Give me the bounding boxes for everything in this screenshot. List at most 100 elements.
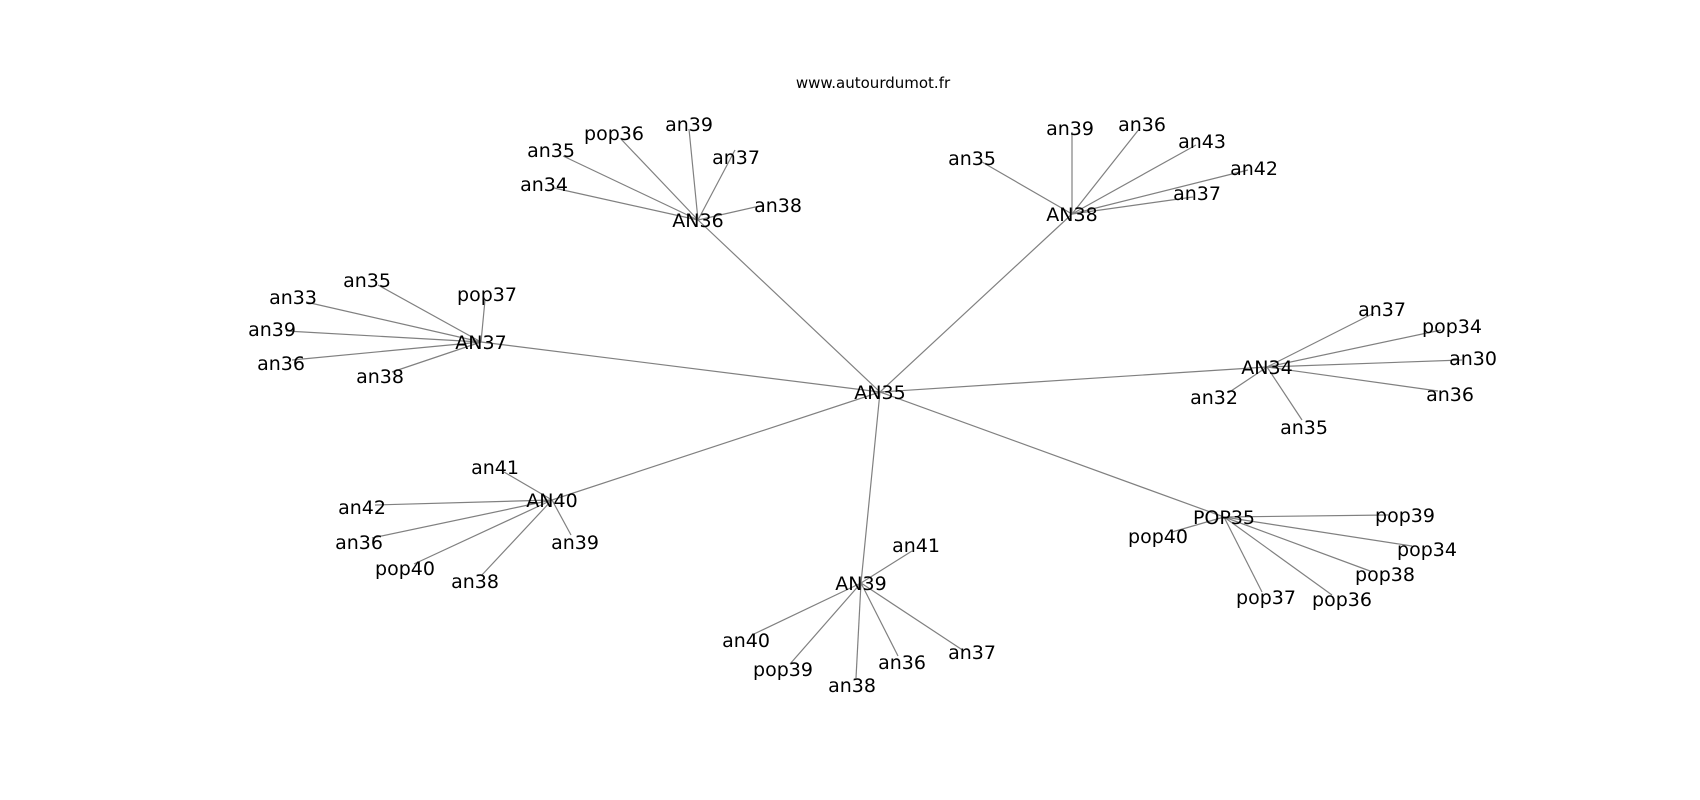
edge-an39-pop39 [789, 582, 862, 665]
node-leaf-an34-an32: an32 [1190, 387, 1238, 409]
edge-an40-an39 [551, 499, 572, 536]
edge-an36-an38 [697, 204, 765, 221]
edge-center-an34 [879, 366, 1268, 393]
edge-pop35-pop40 [1171, 516, 1225, 533]
edge-an39-an36 [860, 582, 899, 657]
edge-center-an40 [551, 391, 881, 501]
node-leaf-an34-an36: an36 [1426, 384, 1474, 406]
edge-an34-an37 [1266, 312, 1375, 368]
edge-an37-pop37 [480, 299, 486, 343]
edge-an40-an38 [480, 499, 553, 577]
node-leaf-an39-an36: an36 [878, 652, 926, 674]
edge-an34-an35 [1266, 366, 1303, 421]
edge-an36-an35 [562, 155, 699, 221]
edge-an34-an30 [1266, 359, 1463, 368]
node-hub-an34: AN34 [1241, 357, 1292, 379]
node-leaf-an40-an42: an42 [338, 497, 386, 519]
node-leaf-pop35-pop34: pop34 [1397, 539, 1457, 561]
edge-an38-an42 [1071, 169, 1249, 215]
node-leaf-an38-an43: an43 [1178, 131, 1226, 153]
edge-an36-an39 [688, 128, 699, 221]
node-leaf-an38-an39: an39 [1046, 118, 1094, 140]
edge-center-an36 [697, 219, 881, 393]
edge-an37-an33 [305, 301, 482, 343]
edge-an34-an32 [1227, 366, 1268, 394]
node-leaf-an39-an38: an38 [828, 675, 876, 697]
node-leaf-an37-an38: an38 [356, 366, 404, 388]
credit-text: www.autourdumot.fr [796, 74, 951, 92]
node-leaf-an40-an38: an38 [451, 571, 499, 593]
edge-an34-pop34 [1266, 329, 1442, 368]
node-leaf-an37-an39: an39 [248, 319, 296, 341]
edge-an39-an41 [860, 550, 913, 584]
edges-layer [285, 127, 1463, 679]
node-leaf-an39-an37: an37 [948, 642, 996, 664]
edge-an37-an36 [291, 341, 482, 361]
node-hub-an40: AN40 [526, 490, 577, 512]
node-leaf-an34-pop34: pop34 [1422, 316, 1482, 338]
edge-an39-an38 [855, 582, 862, 679]
node-leaf-an36-pop36: pop36 [584, 123, 644, 145]
node-leaf-an37-an36: an36 [257, 353, 305, 375]
edge-pop35-pop38 [1223, 516, 1371, 572]
edge-an37-an39 [285, 330, 482, 343]
node-leaf-an39-pop39: pop39 [753, 659, 813, 681]
node-leaf-an36-an35: an35 [527, 140, 575, 162]
node-leaf-pop35-pop40: pop40 [1128, 526, 1188, 548]
edge-center-an37 [480, 341, 881, 393]
node-leaf-an40-an41: an41 [471, 457, 519, 479]
edge-an40-pop40 [413, 499, 553, 565]
node-leaf-an36-an37: an37 [712, 147, 760, 169]
node-leaf-an40-an39: an39 [551, 532, 599, 554]
edge-pop35-pop34 [1223, 516, 1413, 547]
edge-an40-an36 [371, 499, 553, 539]
node-leaf-an38-an42: an42 [1230, 158, 1278, 180]
edge-pop35-pop37 [1223, 516, 1263, 593]
node-leaf-an34-an37: an37 [1358, 299, 1406, 321]
node-leaf-an37-an35: an35 [343, 270, 391, 292]
node-leaf-an37-pop37: pop37 [457, 284, 517, 306]
labels-layer: AN35 AN36 an35 pop36 an39 an37 an34 an38 AN38 an3… [248, 114, 1497, 697]
edge-an39-an37 [860, 582, 965, 652]
node-leaf-an38-an35: an35 [948, 148, 996, 170]
node-leaf-an40-an36: an36 [335, 532, 383, 554]
edge-an37-an35 [377, 284, 482, 343]
node-leaf-pop35-pop39: pop39 [1375, 505, 1435, 527]
node-leaf-pop35-pop38: pop38 [1355, 564, 1415, 586]
node-leaf-an38-an37: an37 [1173, 183, 1221, 205]
node-hub-an38: AN38 [1046, 204, 1097, 226]
edge-an36-an34 [553, 187, 699, 221]
node-leaf-an34-an30: an30 [1449, 348, 1497, 370]
edge-pop35-pop39 [1223, 514, 1389, 518]
edge-an36-an37 [697, 149, 736, 221]
edge-center-an38 [879, 213, 1073, 393]
node-leaf-an38-an36: an36 [1118, 114, 1166, 136]
node-leaf-an40-pop40: pop40 [375, 558, 435, 580]
edge-an40-an42 [374, 499, 553, 506]
edge-an34-an36 [1266, 366, 1439, 392]
edge-an40-an41 [503, 471, 553, 501]
edge-pop35-pop36 [1223, 516, 1333, 596]
node-hub-an36: AN36 [672, 210, 723, 232]
node-leaf-an34-an35: an35 [1280, 417, 1328, 439]
node-leaf-pop35-pop37: pop37 [1236, 587, 1296, 609]
node-leaf-an36-an39: an39 [665, 114, 713, 136]
node-hub-an39: AN39 [835, 573, 886, 595]
node-leaf-an36-an38: an38 [754, 195, 802, 217]
node-leaf-an39-an41: an41 [892, 535, 940, 557]
node-leaf-an36-an34: an34 [520, 174, 568, 196]
edge-center-an39 [860, 391, 881, 584]
edge-an38-an36 [1071, 127, 1141, 215]
edge-an37-an38 [391, 341, 482, 373]
edge-an38-an35 [981, 161, 1073, 215]
node-hub-pop35: POP35 [1193, 507, 1255, 529]
edge-an38-an43 [1071, 144, 1197, 215]
edge-center-pop35 [879, 391, 1225, 518]
edge-an36-pop36 [619, 137, 699, 221]
edge-an39-an40 [753, 582, 862, 635]
node-leaf-pop35-pop36: pop36 [1312, 589, 1372, 611]
node-leaf-an37-an33: an33 [269, 287, 317, 309]
edge-an38-an37 [1071, 196, 1194, 215]
node-center: AN35 [854, 382, 905, 404]
